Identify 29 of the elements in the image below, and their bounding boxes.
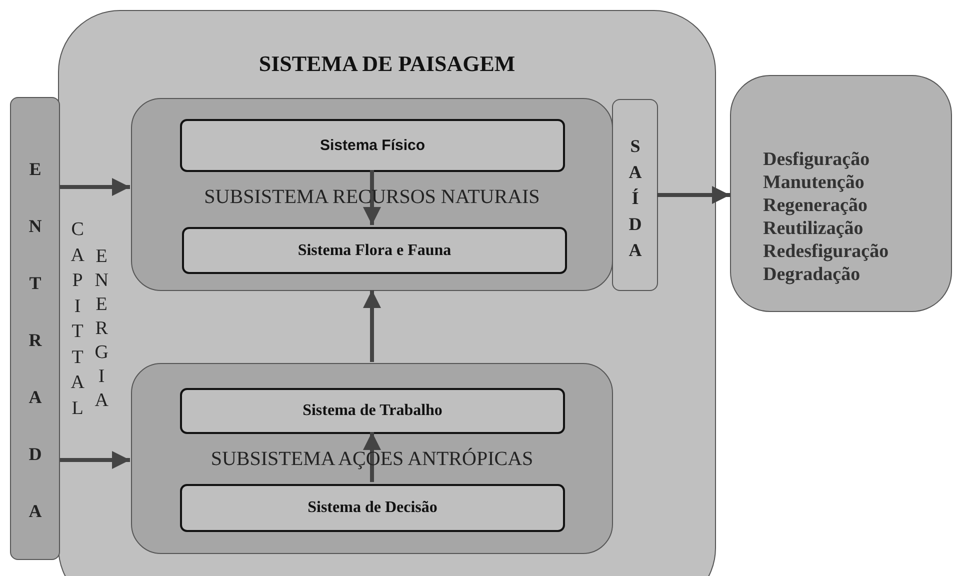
subsystem-box: [131, 98, 613, 291]
panel-title: SISTEMA DE PAISAGEM: [258, 51, 516, 77]
arrow: [363, 290, 381, 362]
system-label: Sistema Flora e Fauna: [296, 240, 452, 260]
arrow: [657, 186, 730, 204]
result-box: [730, 75, 952, 312]
system-panel: [58, 10, 716, 576]
system-label: Sistema de Decisão: [306, 498, 438, 518]
system-box: [180, 119, 565, 172]
result-item: Degradação: [763, 263, 862, 286]
vertical-label: CAPITTAL: [70, 218, 86, 420]
result-item: Reutilização: [763, 217, 864, 240]
system-box: [180, 388, 565, 434]
system-box: [180, 484, 565, 532]
vertical-label: SAÍDA: [628, 135, 642, 262]
vertical-label: ENERGIA: [94, 245, 110, 413]
result-item: Redesfiguração: [763, 240, 889, 263]
result-item: Regeneração: [763, 194, 868, 217]
result-item: Desfiguração: [763, 148, 871, 171]
input-bar: [10, 97, 60, 560]
subsystem-box: [131, 363, 613, 554]
arrow: [60, 451, 130, 469]
vertical-label: ENTRADA: [28, 158, 42, 523]
system-label: Sistema de Trabalho: [302, 401, 444, 421]
arrow: [60, 178, 130, 196]
result-item: Manutenção: [763, 171, 866, 194]
output-bar: [612, 99, 658, 291]
system-box: [182, 227, 567, 274]
system-label: Sistema Físico: [318, 136, 426, 156]
